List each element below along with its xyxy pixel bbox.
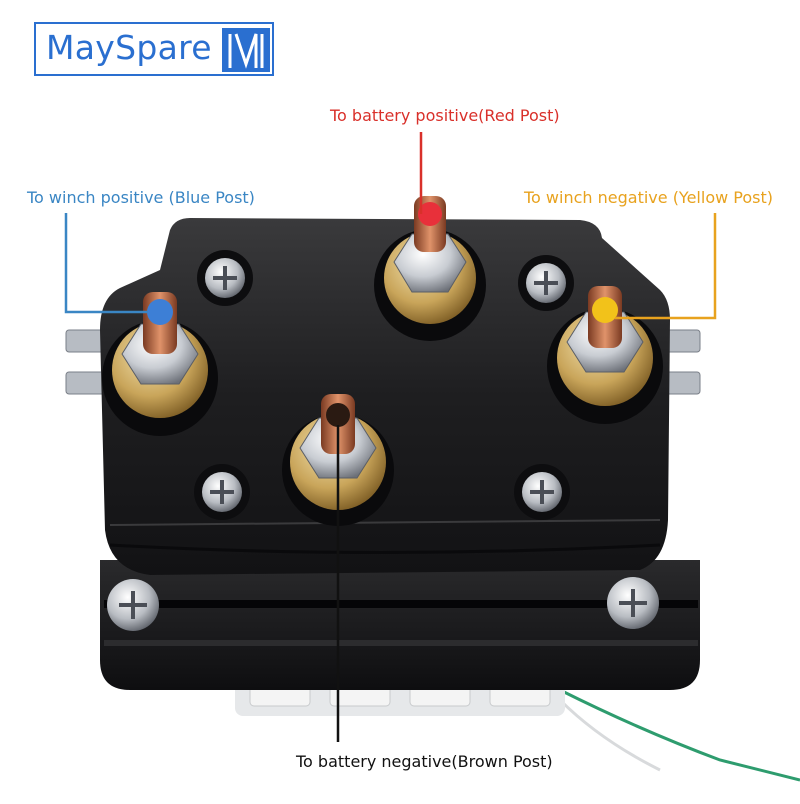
screw-icon: [197, 250, 253, 306]
leader-lines: [64, 132, 717, 742]
screw-icon: [518, 255, 574, 311]
side-tabs: [65, 329, 701, 395]
solenoid-base: [100, 560, 700, 690]
screw-icon: [194, 464, 250, 520]
screw-icon: [107, 579, 159, 631]
brand-name: MaySpare: [46, 28, 212, 67]
leader-blue: [64, 213, 148, 314]
leader-yellow: [615, 213, 717, 320]
screw-icon: [514, 464, 570, 520]
terminal-post-red: [374, 196, 486, 341]
label-winch-positive: To winch positive (Blue Post): [27, 188, 255, 207]
label-battery-negative: To battery negative(Brown Post): [296, 752, 553, 771]
screw-icon: [607, 577, 659, 629]
brand-logo: MaySpare: [34, 22, 274, 76]
terminal-post-yellow: [547, 286, 663, 424]
label-winch-negative: To winch negative (Yellow Post): [524, 188, 773, 207]
brand-mark-icon: [222, 28, 270, 72]
terminal-post-blue: [102, 292, 218, 436]
label-battery-positive: To battery positive(Red Post): [330, 106, 560, 125]
